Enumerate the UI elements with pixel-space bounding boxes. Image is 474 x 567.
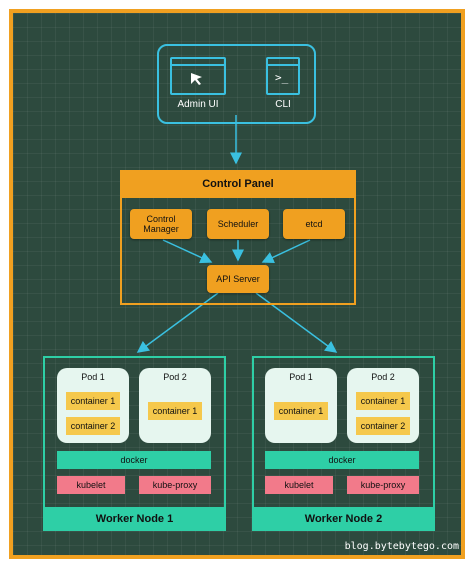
admin-ui-window-icon[interactable] [170, 57, 226, 95]
client-group [157, 44, 316, 124]
control-panel-title: Control Panel [120, 170, 356, 198]
pod-title: Pod 2 [163, 372, 187, 382]
worker-2-docker[interactable]: docker [265, 451, 419, 469]
worker-node-2-title: Worker Node 2 [252, 507, 435, 531]
arrow-etcd-to-api [261, 239, 311, 263]
worker-node-1-title: Worker Node 1 [43, 507, 226, 531]
cursor-icon [191, 73, 202, 85]
worker-2-pod-2[interactable]: Pod 2 container 1 container 2 [347, 368, 419, 443]
cli-prompt: >_ [275, 71, 289, 84]
api-server-box[interactable]: API Server [207, 265, 269, 293]
etcd-box[interactable]: etcd [283, 209, 345, 239]
arrow-controller-to-api [162, 239, 213, 264]
pod-title: Pod 1 [81, 372, 105, 382]
arrow-api-to-worker-2 [255, 292, 338, 353]
worker-1-docker[interactable]: docker [57, 451, 211, 469]
controller-manager-line1: Control [146, 214, 176, 224]
worker-1-pod-2[interactable]: Pod 2 container 1 [139, 368, 211, 443]
watermark-text: blog.bytebytego.com [344, 541, 459, 552]
worker-1-kube-proxy[interactable]: kube-proxy [139, 476, 211, 494]
controller-manager-box[interactable]: Control Manager [130, 209, 192, 239]
worker-2-kube-proxy[interactable]: kube-proxy [347, 476, 419, 494]
container[interactable]: container 2 [66, 417, 120, 435]
container[interactable]: container 1 [356, 392, 410, 410]
container[interactable]: container 1 [274, 402, 328, 420]
pod-title: Pod 2 [371, 372, 395, 382]
container[interactable]: container 1 [66, 392, 120, 410]
connector-layer [136, 115, 338, 353]
admin-ui-label: Admin UI [177, 98, 219, 110]
arrow-api-to-worker-1 [136, 292, 219, 353]
worker-2-pod-1[interactable]: Pod 1 container 1 [265, 368, 337, 443]
cli-terminal-icon[interactable]: >_ [266, 57, 300, 95]
worker-1-kubelet[interactable]: kubelet [57, 476, 125, 494]
container[interactable]: container 2 [356, 417, 410, 435]
scheduler-box[interactable]: Scheduler [207, 209, 269, 239]
diagram-board: Admin UI >_ CLI Control Panel Control Ma… [9, 9, 465, 559]
pod-title: Pod 1 [289, 372, 313, 382]
worker-1-pod-1[interactable]: Pod 1 container 1 container 2 [57, 368, 129, 443]
controller-manager-line2: Manager [143, 224, 179, 234]
worker-2-kubelet[interactable]: kubelet [265, 476, 333, 494]
container[interactable]: container 1 [148, 402, 202, 420]
cli-label: CLI [275, 98, 291, 110]
